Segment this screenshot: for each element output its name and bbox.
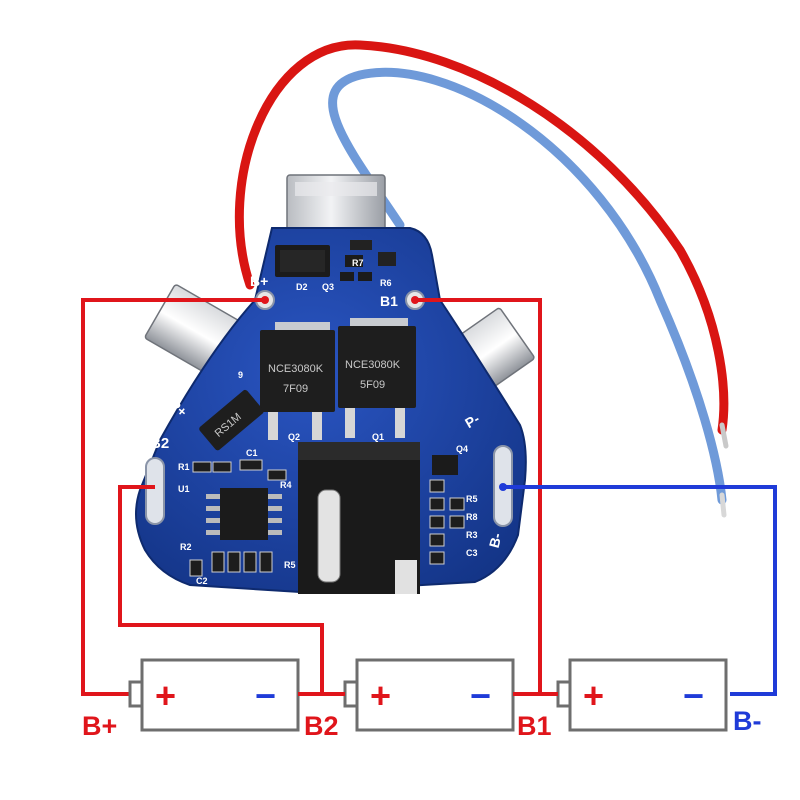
silk-q1: Q1	[372, 432, 384, 442]
q3-transistor	[345, 255, 363, 267]
b-minus-connection-line	[503, 485, 777, 696]
blue-lead-wire	[328, 67, 727, 505]
silk-c3: C3	[466, 548, 478, 558]
battery-cell-1: + −	[128, 658, 300, 732]
mosfet-left: NCE3080K 7F09	[260, 322, 335, 440]
q4-transistor	[432, 455, 458, 475]
cell-2-minus: −	[470, 675, 491, 716]
terminal-label-b1: B1	[517, 711, 552, 741]
silk-r9: 9	[238, 370, 243, 380]
lead-wires	[234, 40, 729, 518]
mosfet-right-marking-1: NCE3080K	[345, 359, 401, 371]
terminal-label-b-plus: B+	[82, 711, 117, 741]
rs1m-diode: RS1M	[199, 389, 264, 451]
mosfet-right-marking-2: 5F09	[360, 379, 385, 391]
mosfet-left-marking-1: NCE3080K	[268, 363, 324, 375]
silk-r3: R3	[466, 530, 478, 540]
smd-components	[189, 459, 465, 577]
silk-b-plus: B+	[250, 273, 268, 289]
silk-r7: R7	[352, 258, 364, 268]
mosfet-left-marking-2: 7F09	[283, 383, 308, 395]
pcb-board: NCE3080K 7F09 NCE3080K 5F09 RS1M	[135, 227, 527, 594]
silk-q2: Q2	[288, 432, 300, 442]
cell-3-minus: −	[683, 675, 704, 716]
silk-d2: D2	[296, 282, 308, 292]
b2-pad-slot	[145, 457, 165, 525]
silk-r8: R8	[466, 512, 478, 522]
silk-q4: Q4	[456, 444, 468, 454]
silk-q3: Q3	[322, 282, 334, 292]
r6-resistor	[378, 252, 396, 266]
silk-c1: C1	[246, 448, 258, 458]
r7-resistor	[350, 240, 372, 250]
cell-1-plus: +	[155, 675, 176, 716]
cell-2-plus: +	[370, 675, 391, 716]
silk-u1: U1	[178, 484, 190, 494]
cell-3-plus: +	[583, 675, 604, 716]
silk-r5: R5	[466, 494, 478, 504]
silk-b-minus: B-	[486, 531, 505, 550]
terminal-label-b-minus: B-	[733, 706, 762, 736]
red-wire-tip	[719, 422, 729, 449]
blue-wire-tip	[719, 492, 727, 518]
cell-1-minus: −	[255, 675, 276, 716]
silk-r6: R6	[380, 278, 392, 288]
silk-r1: R1	[178, 462, 190, 472]
silk-r4: R4	[280, 480, 292, 490]
terminal-label-b2: B2	[304, 711, 339, 741]
silk-r5-lower: R5	[284, 560, 296, 570]
contact-tabs	[144, 174, 535, 397]
silk-b1: B1	[380, 293, 398, 309]
b-plus-connection-line	[81, 298, 265, 696]
mosfet-right: NCE3080K 5F09	[338, 318, 416, 438]
battery-cell-3: + −	[556, 658, 728, 732]
silk-b2: B2	[150, 435, 169, 452]
dc-connector	[298, 442, 420, 594]
silk-r2: R2	[180, 542, 192, 552]
u1-ic	[206, 488, 282, 540]
red-lead-wire	[234, 40, 729, 435]
silk-c2: C2	[196, 576, 208, 586]
battery-cell-2: + −	[343, 658, 515, 732]
